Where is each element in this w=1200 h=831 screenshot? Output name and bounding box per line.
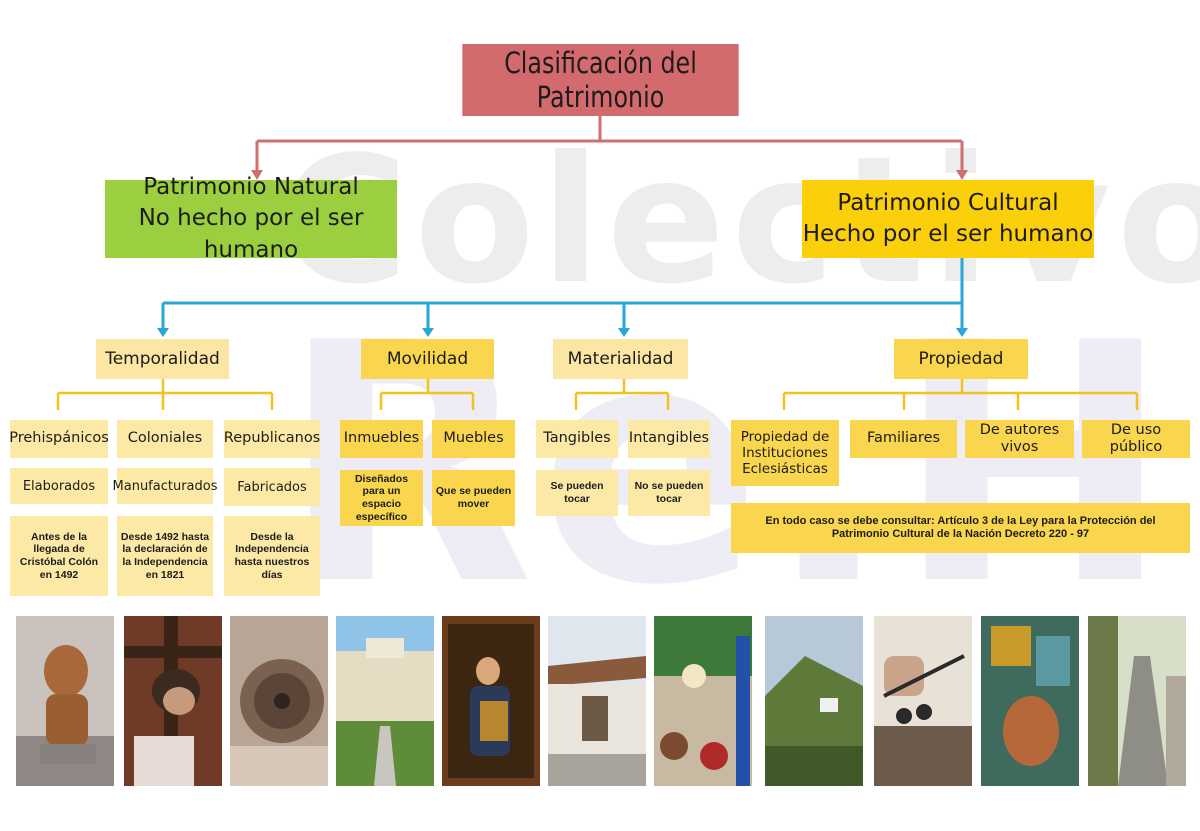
title-box: Clasificación del Patrimonio — [462, 44, 739, 116]
patrimonio-natural-box: Patrimonio Natural No hecho por el ser h… — [105, 174, 397, 263]
photo-stone-stairway-street — [1088, 616, 1186, 786]
diagram-title: Clasificación del Patrimonio — [504, 46, 697, 114]
photo-colonial-house — [548, 616, 646, 786]
photo-colonial-crucifix-sculpture — [124, 616, 222, 786]
desc-tangibles: Se pueden tocar — [536, 470, 618, 516]
criterion-materialidad: Materialidad — [553, 339, 688, 379]
node-elaborados: Elaborados — [10, 468, 108, 504]
desc-muebles: Que se pueden mover — [432, 470, 515, 526]
node-eclesiasticas: Propiedad de Instituciones Eclesiásticas — [731, 420, 839, 486]
criterion-movilidad: Movilidad — [361, 339, 494, 379]
natural-subtitle: No hecho por el ser humano — [138, 205, 364, 263]
node-inmuebles: Inmuebles — [340, 420, 423, 458]
cultural-title: Patrimonio Cultural — [837, 189, 1059, 216]
node-prehispanicos: Prehispánicos — [9, 420, 109, 458]
criterion-propiedad: Propiedad — [894, 339, 1028, 379]
photo-mountain-town-landscape — [765, 616, 863, 786]
photo-religious-painting — [442, 616, 540, 786]
photo-religious-procession — [654, 616, 752, 786]
node-muebles: Muebles — [432, 420, 515, 458]
title-connectors — [255, 116, 964, 172]
node-familiares: Familiares — [850, 420, 957, 458]
photo-mural-artwork — [981, 616, 1079, 786]
node-manufacturados: Manufacturados — [113, 468, 218, 504]
desc-republicanos: Desde la Independencia hasta nuestros dí… — [224, 516, 320, 596]
photo-republican-machinery-wheel — [230, 616, 328, 786]
patrimonio-cultural-box: Patrimonio Cultural Hecho por el ser hum… — [802, 180, 1094, 258]
node-fabricados: Fabricados — [224, 468, 320, 506]
desc-coloniales: Desde 1492 hasta la declaración de la In… — [117, 516, 213, 596]
desc-prehispanicos: Antes de la llegada de Cristóbal Colón e… — [10, 516, 108, 596]
node-autores-vivos: De autores vivos — [965, 420, 1074, 458]
photo-marimba-players — [874, 616, 972, 786]
node-intangibles: Intangibles — [628, 420, 710, 458]
cultural-connectors — [161, 258, 964, 330]
node-tangibles: Tangibles — [536, 420, 618, 458]
cultural-subtitle: Hecho por el ser humano — [802, 221, 1094, 247]
node-coloniales: Coloniales — [117, 420, 213, 458]
node-uso-publico: De uso público — [1082, 420, 1190, 458]
sub-connectors — [56, 379, 1139, 410]
photo-building-facade — [336, 616, 434, 786]
photo-pre-columbian-stone-figure — [16, 616, 114, 786]
nota-propiedad: En todo caso se debe consultar: Artículo… — [731, 503, 1190, 553]
natural-title: Patrimonio Natural — [143, 174, 359, 201]
desc-intangibles: No se pueden tocar — [628, 470, 710, 516]
desc-inmuebles: Diseñados para un espacio específico — [340, 470, 423, 526]
criterion-temporalidad: Temporalidad — [96, 339, 229, 379]
node-republicanos: Republicanos — [224, 420, 320, 458]
